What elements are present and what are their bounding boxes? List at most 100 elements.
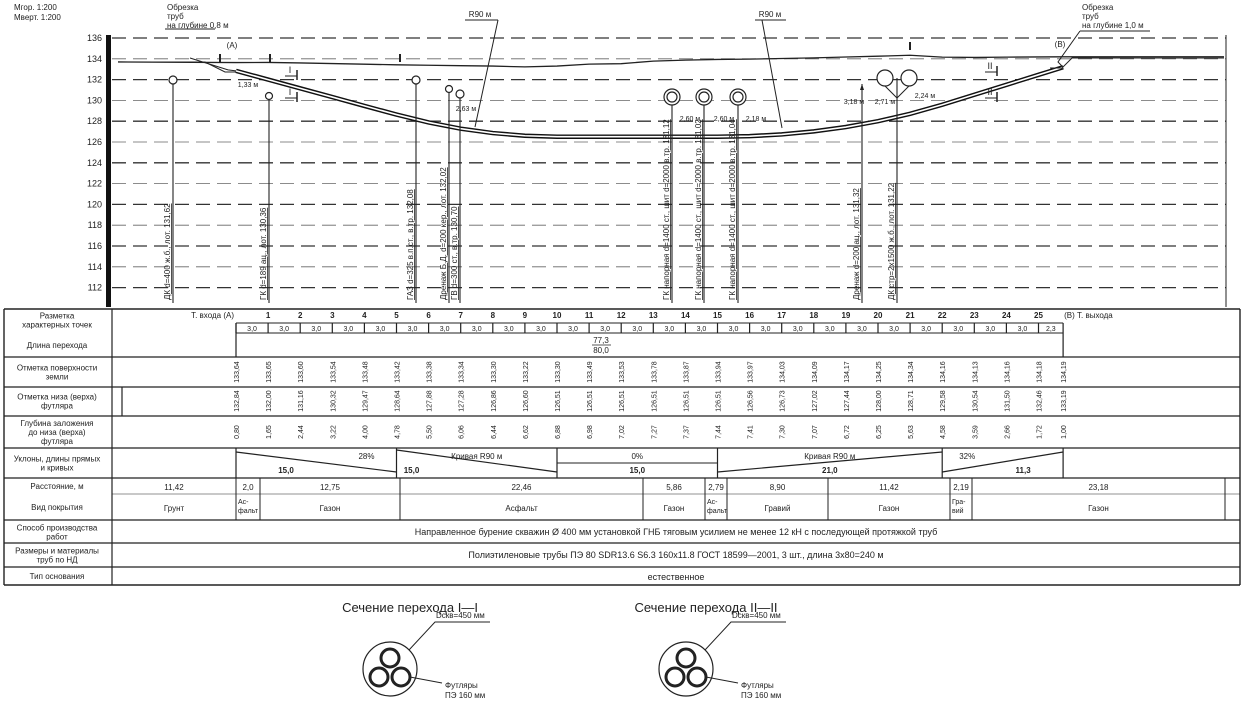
arrow-icon bbox=[860, 84, 864, 90]
axis-tick-label: 112 bbox=[88, 283, 102, 293]
axis-tick-label: 130 bbox=[87, 95, 102, 105]
exit-cut-label: труб bbox=[1082, 12, 1099, 21]
casing-value: 126,51 bbox=[619, 390, 626, 412]
section-mark: II bbox=[987, 87, 992, 97]
axis-tick-label: 118 bbox=[88, 220, 102, 230]
row-label: футляра bbox=[41, 437, 73, 446]
utility-label: ГК напорная d=1400 ст., шит d=2000 в.тр.… bbox=[728, 119, 737, 300]
segment-length: 2,3 bbox=[1046, 326, 1056, 333]
point-label: 14 bbox=[681, 311, 690, 320]
casing-value: 126,51 bbox=[683, 390, 690, 412]
point-label: 11 bbox=[585, 311, 594, 320]
row-label: характерных точек bbox=[22, 321, 92, 330]
point-label: 4 bbox=[362, 311, 367, 320]
exit-cut-label: Обрезка bbox=[1082, 3, 1114, 12]
utility-circle bbox=[168, 75, 178, 85]
ground-value: 134,19 bbox=[1061, 361, 1068, 383]
section-title: Сечение перехода I—I bbox=[342, 600, 478, 615]
utility-label: ГК d=189 ац., лот. 130,36 bbox=[259, 207, 268, 300]
row-label: Отметка низа (верха) bbox=[17, 393, 97, 402]
axis-tick-label: 116 bbox=[88, 241, 102, 251]
slope-line bbox=[717, 451, 943, 473]
utility-label: ГВ d=300 ст., в.тр. 130,70 bbox=[450, 206, 459, 300]
slope-line bbox=[235, 451, 397, 473]
utility-circle bbox=[663, 88, 681, 106]
pipe-materials: Полиэтиленовые трубы ПЭ 80 SDR13.6 S6.3 … bbox=[468, 550, 883, 560]
slope-line bbox=[396, 449, 558, 473]
row-label: Размеры и материалы bbox=[15, 547, 99, 556]
ground-value: 133,53 bbox=[619, 361, 626, 383]
depth-dimension: 3,18 м bbox=[844, 99, 865, 106]
axis-tick-label: 126 bbox=[87, 137, 102, 147]
depth-value: 1,65 bbox=[266, 425, 273, 439]
work-method: Направленное бурение скважин Ø 400 мм ус… bbox=[415, 527, 937, 537]
ground-value: 133,64 bbox=[234, 361, 241, 383]
distance-value: 8,90 bbox=[770, 483, 786, 492]
casing-value: 128,64 bbox=[395, 390, 402, 412]
segment-length: 3,0 bbox=[472, 326, 482, 333]
segment-length: 3,0 bbox=[600, 326, 610, 333]
point-label: 20 bbox=[874, 311, 883, 320]
casing-leader bbox=[409, 676, 443, 684]
point-label: (В) Т. выхода bbox=[1064, 311, 1113, 320]
cover-type: Асфальт bbox=[505, 504, 538, 513]
ground-value: 133,34 bbox=[459, 361, 466, 383]
axis-tick-label: 128 bbox=[87, 116, 102, 126]
ground-value: 133,49 bbox=[587, 361, 594, 383]
segment-length: 3,0 bbox=[343, 326, 353, 333]
depth-value: 2,44 bbox=[298, 425, 305, 439]
segment-length: 3,0 bbox=[408, 326, 418, 333]
distance-value: 2,79 bbox=[708, 483, 724, 492]
exit-cut-leader bbox=[1057, 30, 1081, 68]
casing-value: 128,71 bbox=[908, 390, 915, 412]
cover-type: Газон bbox=[879, 504, 900, 513]
point-label: 2 bbox=[298, 311, 303, 320]
row-label: Разметка bbox=[40, 312, 75, 321]
depth-value: 3,22 bbox=[330, 425, 337, 439]
cover-type: Газон bbox=[1088, 504, 1109, 513]
distance-value: 11,42 bbox=[164, 483, 184, 492]
segment-length: 3,0 bbox=[376, 326, 386, 333]
diameter-leader bbox=[704, 621, 786, 651]
segment-length: 3,0 bbox=[825, 326, 835, 333]
row-label: Вид покрытия bbox=[31, 503, 83, 512]
depth-value: 6,44 bbox=[491, 425, 498, 439]
row-label: Глубина заложения bbox=[20, 419, 93, 428]
segment-length: 3,0 bbox=[857, 326, 867, 333]
point-label: 19 bbox=[841, 311, 850, 320]
cover-type: Газон bbox=[320, 504, 341, 513]
distance-value: 12,75 bbox=[320, 483, 341, 492]
row-label: Расстояние, м bbox=[30, 482, 83, 491]
exit-cut-shape bbox=[1050, 57, 1224, 69]
ground-value: 133,60 bbox=[298, 361, 305, 383]
section-mark: I bbox=[289, 87, 292, 97]
cover-type: вий bbox=[952, 507, 964, 515]
segment-length: 3,0 bbox=[440, 326, 450, 333]
depth-value: 7,30 bbox=[780, 425, 787, 439]
segment-length: 3,0 bbox=[761, 326, 771, 333]
point-label: 12 bbox=[617, 311, 626, 320]
entry-cut-label: труб bbox=[167, 12, 184, 21]
depth-dimension: 2,63 м bbox=[456, 106, 477, 113]
length-total: 80,0 bbox=[593, 346, 609, 355]
utility-circle bbox=[444, 84, 454, 94]
row-label: Длина перехода bbox=[27, 341, 88, 350]
point-label: 25 bbox=[1034, 311, 1043, 320]
slope-top: Кривая R90 м bbox=[804, 452, 855, 461]
casing-value: 130,32 bbox=[330, 390, 337, 412]
point-label: 13 bbox=[649, 311, 658, 320]
casing-value: 126,73 bbox=[780, 390, 787, 412]
entry-cut-leader bbox=[189, 57, 237, 72]
row-label: Тип основания bbox=[30, 572, 85, 581]
ground-value: 133,87 bbox=[683, 361, 690, 383]
distance-value: 5,86 bbox=[666, 483, 682, 492]
borehole-diameter: Dскв=450 мм bbox=[732, 611, 781, 620]
entry-point-label: (A) bbox=[227, 41, 238, 50]
casing-value: 133,19 bbox=[1061, 390, 1068, 412]
point-label: 21 bbox=[906, 311, 915, 320]
segment-length: 3,0 bbox=[568, 326, 578, 333]
distance-value: 23,18 bbox=[1088, 483, 1109, 492]
utility-circle bbox=[264, 91, 274, 101]
row-label: Способ производства bbox=[17, 524, 98, 533]
point-label: 1 bbox=[266, 311, 271, 320]
